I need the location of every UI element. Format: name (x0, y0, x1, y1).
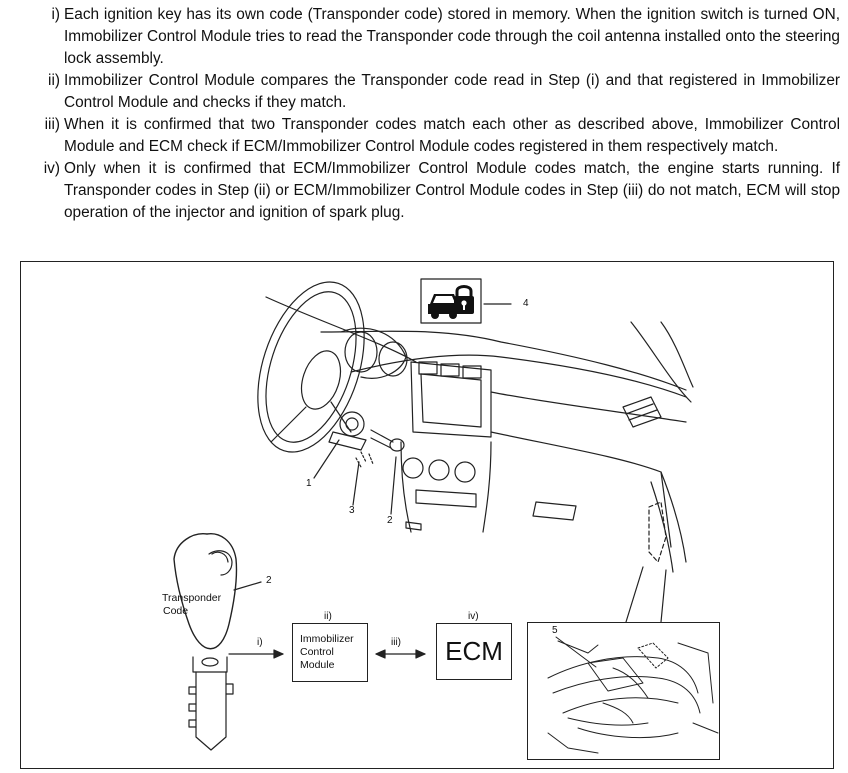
control-line: Control (300, 646, 334, 658)
immobilizer-system-figure: 4 1 3 2 2 Transponder Code i) ii) iii) i… (20, 261, 834, 769)
transponder-code-label: Transponder Code (162, 592, 221, 618)
callout-5: 5 (552, 625, 558, 636)
step-item: i)Each ignition key has its own code (Tr… (30, 4, 840, 70)
step-text: When it is confirmed that two Transponde… (64, 116, 840, 155)
step-number: iii) (44, 116, 60, 133)
flow-label-ii: ii) (324, 611, 332, 622)
step-number: i) (51, 6, 60, 23)
immobilizer-line: Immobilizer (300, 633, 354, 645)
step-number: ii) (48, 72, 60, 89)
callout-2-key: 2 (266, 575, 272, 586)
step-item: iv)Only when it is confirmed that ECM/Im… (30, 158, 840, 224)
callout-1: 1 (306, 478, 312, 489)
immobilizer-indicator-icon (428, 285, 474, 319)
callout-3: 3 (349, 505, 355, 516)
code-label-line: Code (163, 605, 189, 617)
step-text: Each ignition key has its own code (Tran… (64, 6, 840, 67)
step-number: iv) (43, 160, 60, 177)
module-line: Module (300, 659, 335, 671)
ecm-location-inset: 5 (527, 622, 720, 760)
step-item: iii)When it is confirmed that two Transp… (30, 114, 840, 158)
callout-4: 4 (523, 298, 529, 309)
transponder-label-line: Transponder (162, 592, 222, 604)
step-item: ii) Immobilizer Control Module compares t… (30, 70, 840, 114)
dashboard-illustration (173, 278, 694, 751)
procedure-steps: i)Each ignition key has its own code (Tr… (30, 4, 840, 224)
ecm-detail-drawing (547, 636, 719, 754)
step-text: Only when it is confirmed that ECM/Immob… (64, 160, 840, 221)
step-text: Immobilizer Control Module compares the … (64, 72, 840, 111)
immobilizer-control-module-box: Immobilizer Control Module (292, 623, 368, 682)
flow-label-iii: iii) (391, 637, 401, 648)
flow-label-iv: iv) (468, 611, 479, 622)
callout-2: 2 (387, 515, 393, 526)
ecm-box: ECM (436, 623, 512, 680)
flow-label-i: i) (257, 637, 263, 648)
